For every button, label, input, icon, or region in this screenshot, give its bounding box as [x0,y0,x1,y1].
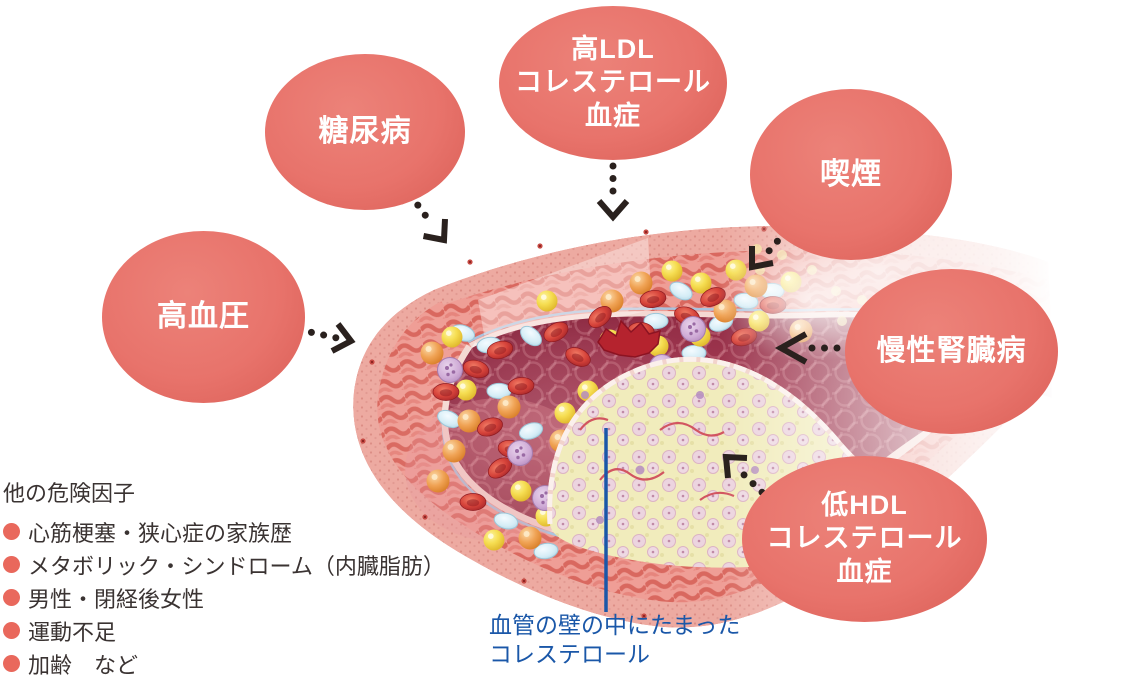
list-item-label: 加齢 など [28,652,139,678]
risk-bubble-label: 高血圧 [157,300,250,334]
list-item: 運動不足 [3,614,445,647]
bullet-icon [3,523,20,540]
bullet-icon [3,622,20,639]
vessel-callout-label: 血管の壁の中にたまった コレステロール [489,612,741,667]
risk-bubble-high-ldl: 高LDL コレステロール 血症 [499,6,727,160]
risk-bubble-ckd: 慢性腎臓病 [845,269,1058,434]
bullet-icon [3,655,20,672]
arrow-high-ldl [596,162,630,222]
risk-bubble-low-hdl: 低HDL コレステロール 血症 [742,456,987,622]
list-item-label: 男性・閉経後女性 [28,586,205,612]
risk-bubble-hypertension: 高血圧 [102,231,305,403]
list-item-label: メタボリック・シンドローム（内臓脂肪） [28,553,445,579]
list-item: メタボリック・シンドローム（内臓脂肪） [3,548,445,581]
bullet-icon [3,556,20,573]
arrow-diabetes [399,181,448,244]
list-item: 加齢 など [3,647,445,680]
plaque-rupture-clot [597,319,661,358]
arrow-hypertension [283,322,356,354]
risk-bubble-label: 低HDL コレステロール 血症 [766,489,963,587]
risk-bubble-diabetes: 糖尿病 [265,54,465,210]
list-item: 男性・閉経後女性 [3,581,445,614]
list-item: 心筋梗塞・狭心症の家族歴 [3,515,445,548]
list-item-label: 運動不足 [28,619,117,645]
arrow-low-hdl [722,453,775,505]
other-risk-factors-heading: 他の危険因子 [3,481,136,506]
risk-bubble-label: 高LDL コレステロール 血症 [515,33,711,131]
bullet-icon [3,589,20,606]
other-risk-factors-list: 他の危険因子 心筋梗塞・狭心症の家族歴 メタボリック・シンドローム（内臓脂肪） … [3,476,445,680]
risk-bubble-label: 糖尿病 [318,115,412,149]
risk-bubble-smoking: 喫煙 [750,89,952,260]
list-item-label: 心筋梗塞・狭心症の家族歴 [28,520,293,546]
risk-bubble-label: 喫煙 [820,157,882,191]
risk-bubble-label: 慢性腎臓病 [876,334,1027,367]
